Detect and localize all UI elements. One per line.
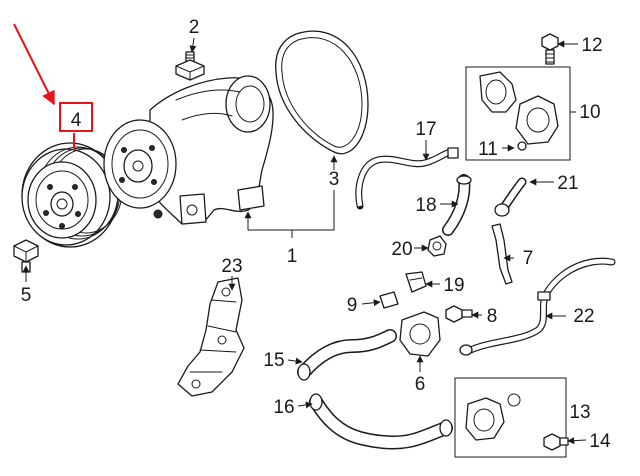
callout-16[interactable]: 16 [273, 397, 294, 418]
water-outlet-part [399, 311, 441, 357]
bolt-part-14 [543, 433, 569, 451]
bolt-part-8 [445, 305, 473, 323]
fitting-part-20 [427, 235, 447, 257]
callout-11[interactable]: 11 [478, 139, 498, 160]
hose-part-18 [442, 174, 472, 236]
bolt-part-12 [541, 33, 559, 65]
water-pump-part [103, 75, 274, 225]
hose-part-19 [405, 271, 427, 293]
sensor-housing-part [454, 377, 567, 458]
callout-9[interactable]: 9 [347, 295, 358, 316]
gasket-part [275, 30, 369, 155]
callout-3[interactable]: 3 [329, 169, 340, 190]
callout-5[interactable]: 5 [21, 285, 32, 306]
pipe-bracket-part [491, 223, 513, 285]
callout-2[interactable]: 2 [189, 17, 200, 38]
callout-4-highlight-box [59, 102, 93, 132]
bolt-part-2 [175, 51, 205, 81]
callout-20[interactable]: 20 [391, 239, 412, 260]
callout-6[interactable]: 6 [415, 374, 426, 395]
hose-part-16 [309, 393, 453, 450]
callout-13[interactable]: 13 [569, 402, 590, 423]
clip-part [379, 291, 399, 309]
callout-15[interactable]: 15 [263, 350, 284, 371]
callout-21[interactable]: 21 [557, 173, 578, 194]
callout-7[interactable]: 7 [523, 248, 534, 269]
callout-labels: 1 2 3 4 5 6 7 8 9 10 11 12 13 14 15 16 1… [21, 17, 611, 452]
pulley-part [21, 142, 123, 248]
leader-lines [13, 23, 587, 445]
coolant-pipe-part [459, 257, 616, 356]
thermostat-housing-part [465, 66, 571, 161]
hose-part-21 [494, 177, 527, 217]
callout-14[interactable]: 14 [589, 431, 611, 452]
callout-19[interactable]: 19 [443, 275, 464, 296]
callout-22[interactable]: 22 [573, 306, 594, 327]
callout-18[interactable]: 18 [415, 195, 436, 216]
callout-8[interactable]: 8 [487, 306, 498, 327]
callout-1[interactable]: 1 [287, 246, 298, 267]
bracket-part [177, 277, 245, 397]
hose-part-17 [355, 147, 459, 210]
callout-4[interactable]: 4 [71, 110, 82, 131]
callout-23[interactable]: 23 [221, 256, 242, 277]
callout-10[interactable]: 10 [579, 102, 600, 123]
callout-17[interactable]: 17 [415, 119, 436, 140]
callout-12[interactable]: 12 [581, 35, 602, 56]
hose-part-15 [297, 329, 397, 381]
